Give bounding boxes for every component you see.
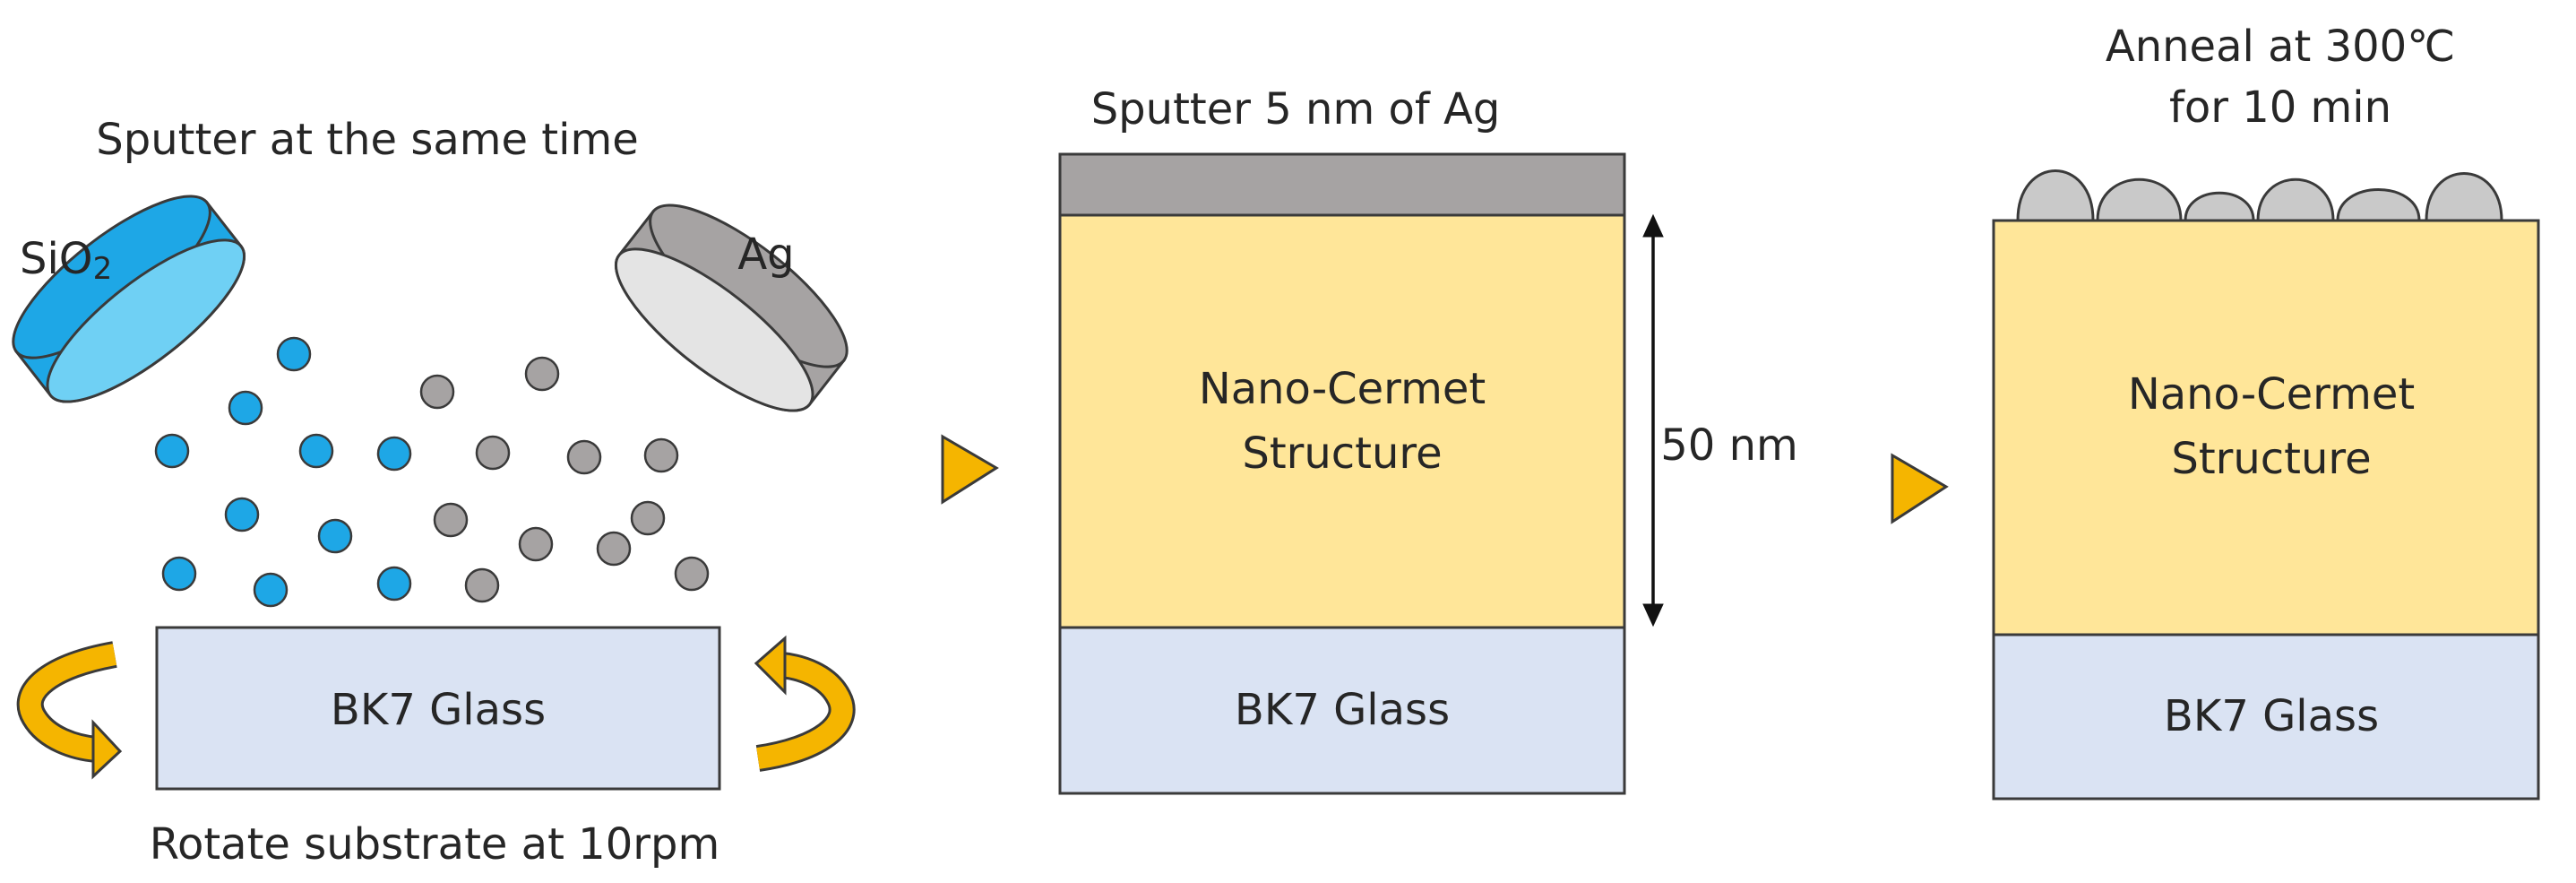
sio2-label: SiO2 (20, 234, 112, 287)
ag-particle (674, 556, 710, 592)
sio2-particle (298, 433, 334, 469)
ag-nanoparticle (2096, 177, 2183, 222)
sio2-particle (376, 436, 412, 472)
sio2-particle (317, 518, 353, 554)
step2-ag-sputter: Sputter 5 nm of Ag Nano-Cermet Structure… (1058, 84, 1798, 795)
sio2-target-face (46, 238, 246, 403)
step3-title-line1: Anneal at 300℃ (2106, 22, 2455, 72)
step2-substrate (1058, 626, 1626, 795)
step3-cermet-label-line2: Structure (2171, 434, 2371, 484)
ag-label: Ag (737, 229, 794, 280)
step3-cermet-label-line1: Nano-Cermet (2128, 369, 2415, 420)
step1-title: Sputter at the same time (96, 115, 638, 165)
step2-cermet-label-line2: Structure (1242, 429, 1442, 479)
thickness-arrow-icon (1642, 213, 1664, 628)
thickness-label: 50 nm (1660, 420, 1798, 471)
sio2-particle (161, 556, 197, 592)
ag-particle (475, 435, 511, 471)
ag-target (614, 203, 849, 412)
sio2-particle (224, 497, 260, 532)
ag-nanoparticle (2016, 169, 2095, 222)
ag-particle (433, 502, 469, 538)
sio2-particles (154, 336, 412, 608)
sio2-particle (253, 572, 289, 608)
step3-substrate-label: BK7 Glass (2164, 691, 2379, 741)
step2-cermet-label-line1: Nano-Cermet (1199, 364, 1486, 414)
step3-title-line2: for 10 min (2169, 82, 2391, 133)
step1-substrate-label: BK7 Glass (331, 685, 546, 735)
process-arrow-2-icon (1891, 453, 1949, 524)
ag-nanoparticle (2336, 188, 2421, 222)
ag-nanoparticle (2256, 177, 2335, 222)
ag-nanoparticles (2016, 169, 2503, 222)
ag-nanoparticle (2184, 191, 2255, 222)
step3-cermet-layer (1992, 219, 2540, 636)
step3-anneal: Anneal at 300℃ for 10 min Nano-Cermet St… (1992, 22, 2540, 801)
step2-substrate-label: BK7 Glass (1235, 685, 1450, 735)
ag-particle (566, 439, 602, 475)
step3-substrate (1992, 633, 2540, 801)
ag-particle (419, 374, 455, 410)
sio2-particle (154, 433, 190, 469)
step1-co-sputter: Sputter at the same time SiO2 Ag (12, 115, 856, 870)
ag-particle (643, 437, 679, 473)
sio2-particle (228, 390, 263, 426)
ag-particle (630, 500, 666, 536)
rotate-left-arrow-icon (16, 641, 123, 780)
step2-cermet-layer (1058, 213, 1626, 629)
step2-title: Sputter 5 nm of Ag (1091, 84, 1501, 134)
ag-particles (419, 356, 710, 603)
process-arrow-1-icon (941, 434, 999, 505)
ag-particle (596, 531, 632, 567)
step1-caption: Rotate substrate at 10rpm (150, 819, 719, 870)
rotate-right-arrow-icon (754, 635, 856, 772)
ag-particle (524, 356, 560, 392)
ag-particle (518, 526, 554, 562)
step2-ag-layer (1058, 152, 1626, 217)
sio2-particle (376, 566, 412, 602)
ag-nanoparticle (2425, 172, 2503, 222)
sio2-particle (276, 336, 312, 372)
ag-particle (464, 567, 500, 603)
step1-substrate (155, 626, 721, 791)
